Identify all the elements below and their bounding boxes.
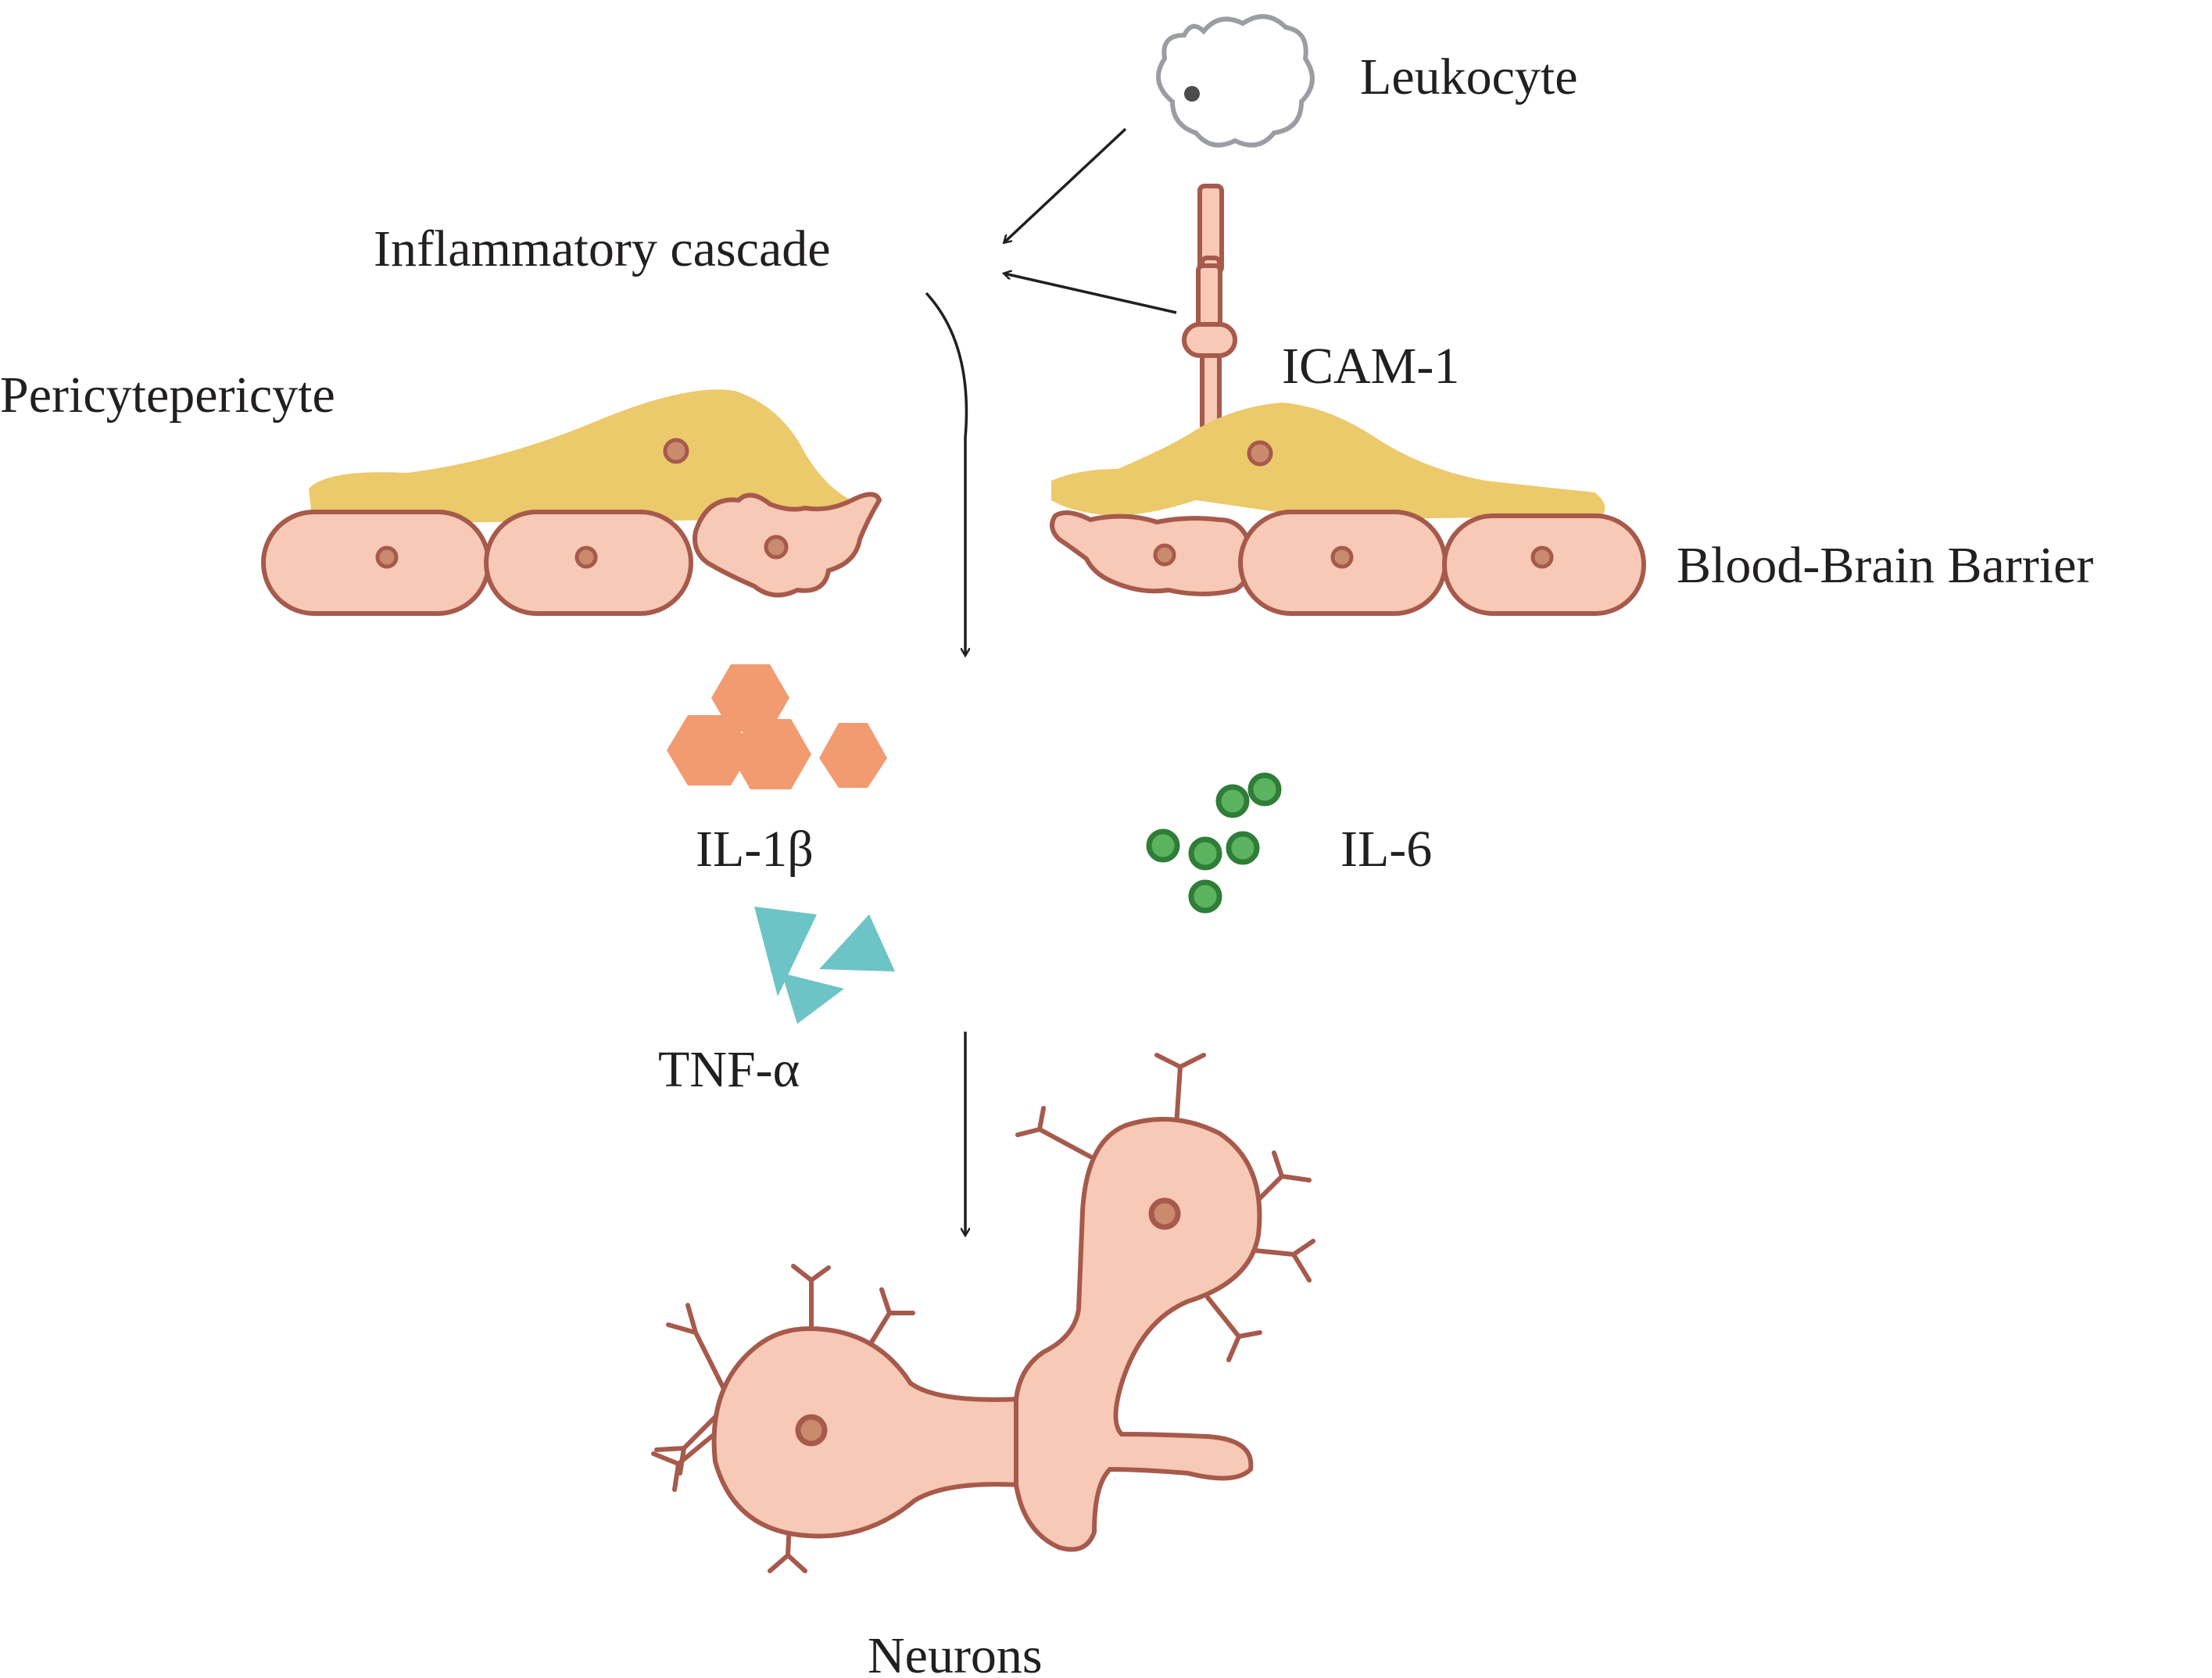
endothelial-nucleus [1530,546,1554,569]
icam-1-label: ICAM-1 [1282,338,1459,395]
endothelial-nucleus [375,546,399,569]
il-1b-label: IL-1β [696,821,814,878]
leukocyte-label: Leukocyte [1360,48,1578,106]
pericyte-left [309,389,860,524]
il-1b-molecules [667,664,887,789]
endothelial-nucleus [574,546,598,569]
pericyte-right-nucleus [1247,440,1273,467]
pericyte-label: Pericytepericyte [0,367,335,424]
arrow-leukocyte-to-cascade [1004,127,1127,242]
tnf-a-label: TNF-α [658,1041,800,1098]
leukocyte-nucleus [1184,86,1200,102]
neurons-label: Neurons [868,1627,1043,1678]
icam-1-molecule [1182,184,1237,432]
il-6-molecules [1146,772,1282,914]
neuron-left [651,1264,1022,1573]
endothelial-nucleus [764,535,789,560]
arrow-cascade-to-cytokines [925,292,966,655]
damaged-endothelial-cell [1050,510,1254,596]
leukocyte-cell [1156,14,1315,148]
pericyte-right [1051,403,1605,520]
bbb-left-cells [261,492,882,616]
endothelial-cell [261,510,491,616]
endothelial-nucleus [1153,543,1176,567]
il-6-label: IL-6 [1340,821,1432,878]
blood-brain-barrier-label: Blood-Brain Barrier [1677,537,2093,594]
pericyte-left-nucleus [663,438,689,464]
arrow-icam-to-cascade [1004,274,1177,314]
endothelial-nucleus [1330,546,1354,569]
inflammatory-cascade-label: Inflammatory cascade [374,220,831,277]
neuron-right [1014,1053,1315,1552]
neuron-left-nucleus [795,1414,828,1447]
neuron-right-nucleus [1148,1197,1181,1230]
tnf-a-molecules [754,907,895,1024]
